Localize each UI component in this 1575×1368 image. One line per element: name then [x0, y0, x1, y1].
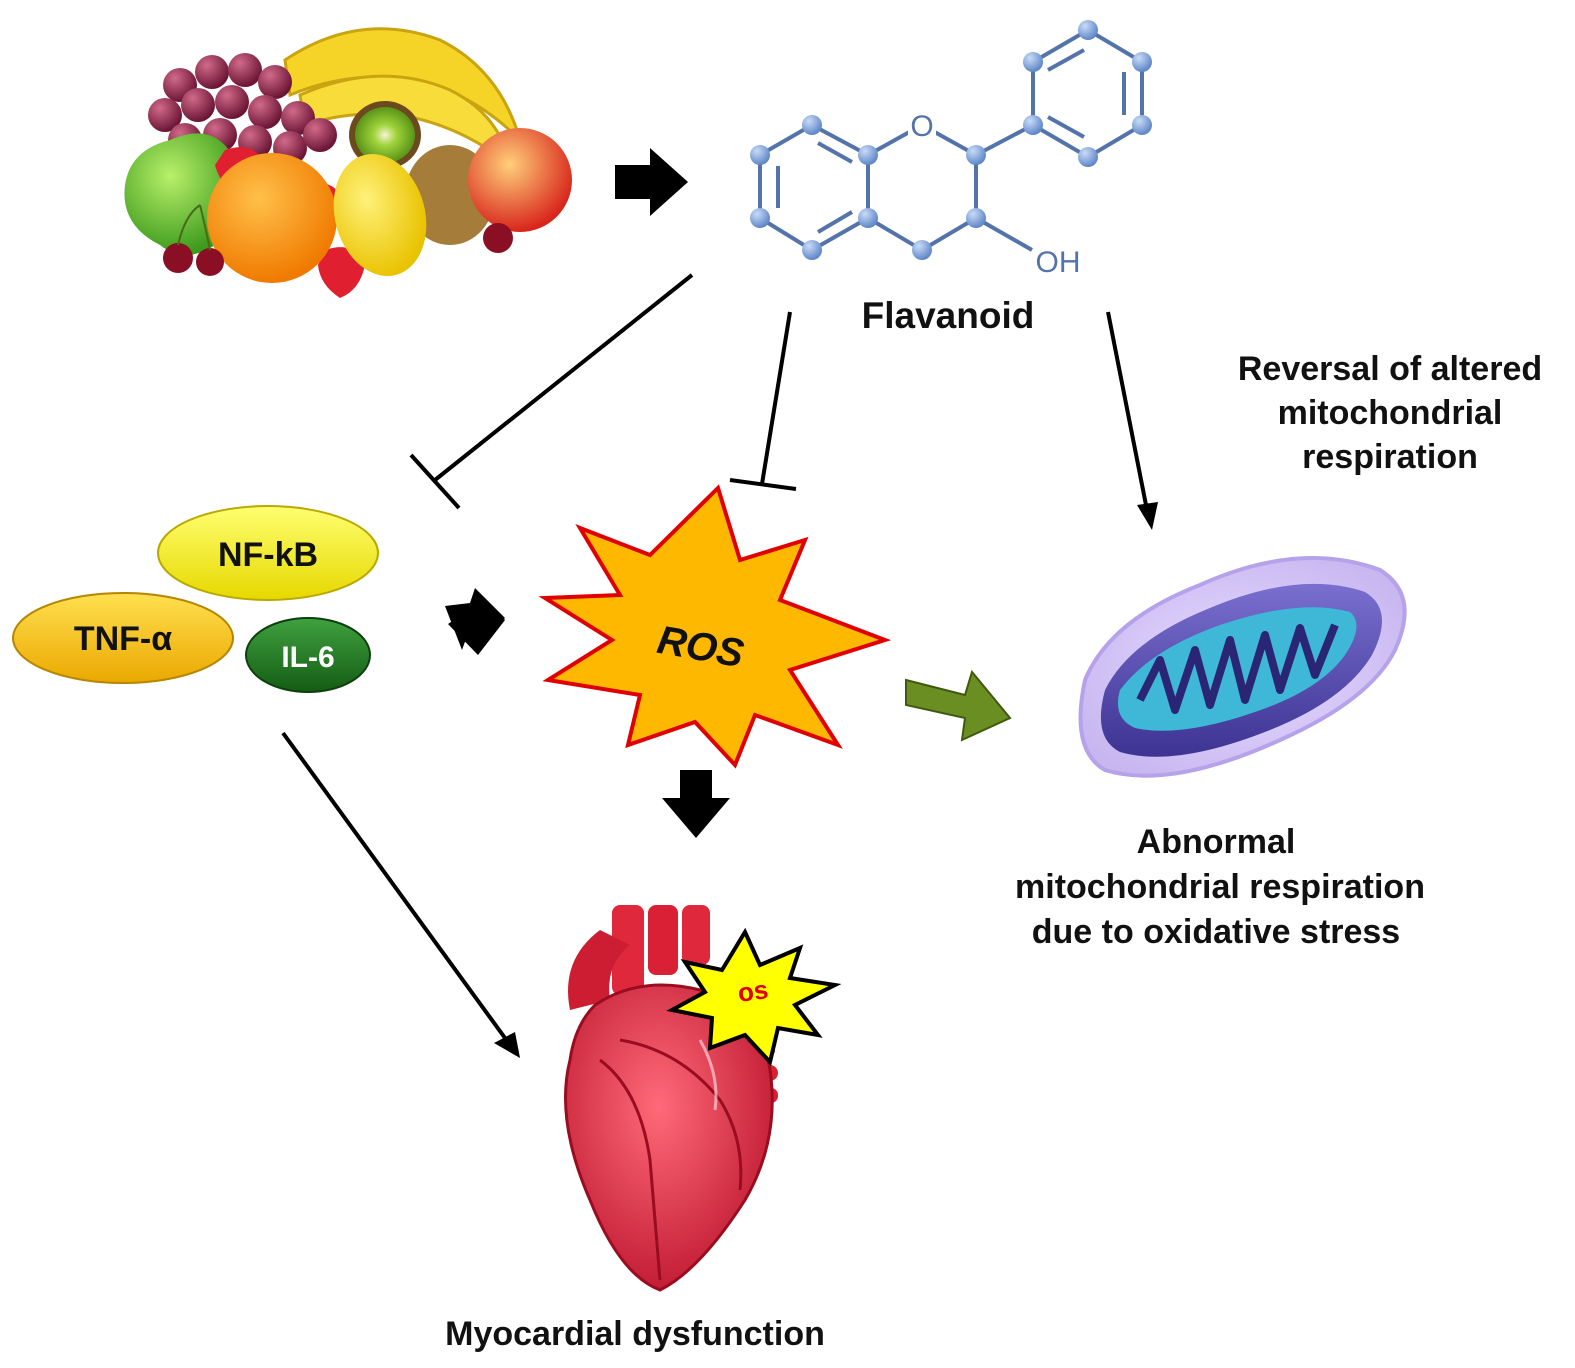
abnormal-label-line1: Abnormal [1137, 823, 1296, 861]
arrow-fruit-to-flavanoid [615, 148, 688, 216]
inhibition-flavanoid-to-ros [729, 311, 797, 491]
flavanoid-molecule-icon [758, 28, 1144, 252]
myocardial-label: Myocardial dysfunction [445, 1315, 825, 1353]
heart-icon [564, 905, 778, 1292]
arrow-ros-to-cytokines-head [448, 600, 505, 655]
ros-starburst-icon: ROS [538, 484, 892, 769]
mitochondrion-icon [1078, 556, 1407, 778]
abnormal-label-line2: mitochondrial respiration [1015, 868, 1425, 906]
flavanoid-atoms [750, 20, 1152, 260]
oxygen-atom-backdrop [908, 110, 936, 140]
arrow-cytokines-to-heart [281, 731, 520, 1058]
nfkb-oval: NF-kB [157, 505, 379, 601]
reversal-label-line1: Reversal of altered [1238, 350, 1542, 388]
fruit-basket-icon [124, 27, 572, 298]
il6-label: IL-6 [281, 641, 334, 674]
os-starburst-icon: os [666, 927, 842, 1067]
arrow-flavanoid-to-mitochondrion [1106, 311, 1158, 530]
nfkb-label: NF-kB [218, 536, 318, 574]
arrow-ros-to-heart [662, 770, 730, 838]
abnormal-label-line3: due to oxidative stress [1032, 913, 1400, 951]
tnfa-label: TNF-α [74, 620, 172, 658]
tnfa-oval: TNF-α [12, 592, 234, 684]
reversal-label-line2: mitochondrial [1278, 394, 1503, 432]
arrow-ros-to-mitochondrion [905, 669, 1012, 742]
il6-oval: IL-6 [245, 617, 371, 693]
reversal-label-line3: respiration [1302, 438, 1478, 476]
inhibition-flavanoid-to-cytokines [409, 273, 694, 510]
flavanoid-label: Flavanoid [862, 295, 1035, 336]
oh-group-label: OH [1036, 246, 1081, 279]
os-label: os [736, 974, 770, 1008]
ring-oxygen-label: O [910, 110, 933, 143]
